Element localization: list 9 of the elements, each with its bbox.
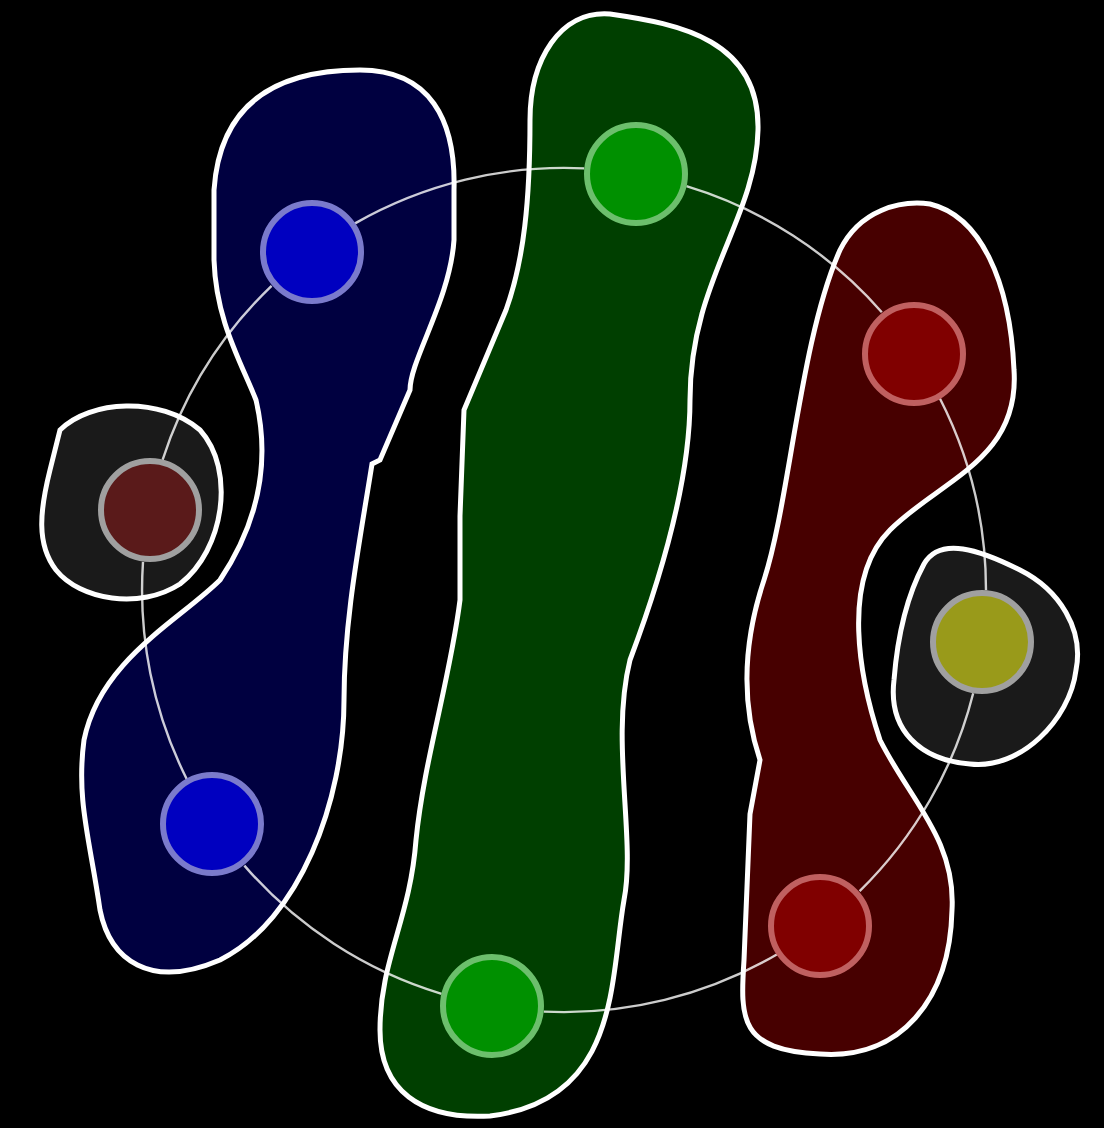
ring-connector bbox=[686, 185, 883, 314]
ring-connector bbox=[938, 397, 988, 591]
ring-connector bbox=[243, 864, 442, 995]
ring-connector bbox=[161, 285, 273, 461]
ring-connector bbox=[141, 561, 188, 780]
ring-connector bbox=[354, 167, 585, 225]
blob-region bbox=[377, 11, 761, 1119]
ring-connector bbox=[858, 692, 975, 892]
blob-region bbox=[79, 67, 457, 975]
